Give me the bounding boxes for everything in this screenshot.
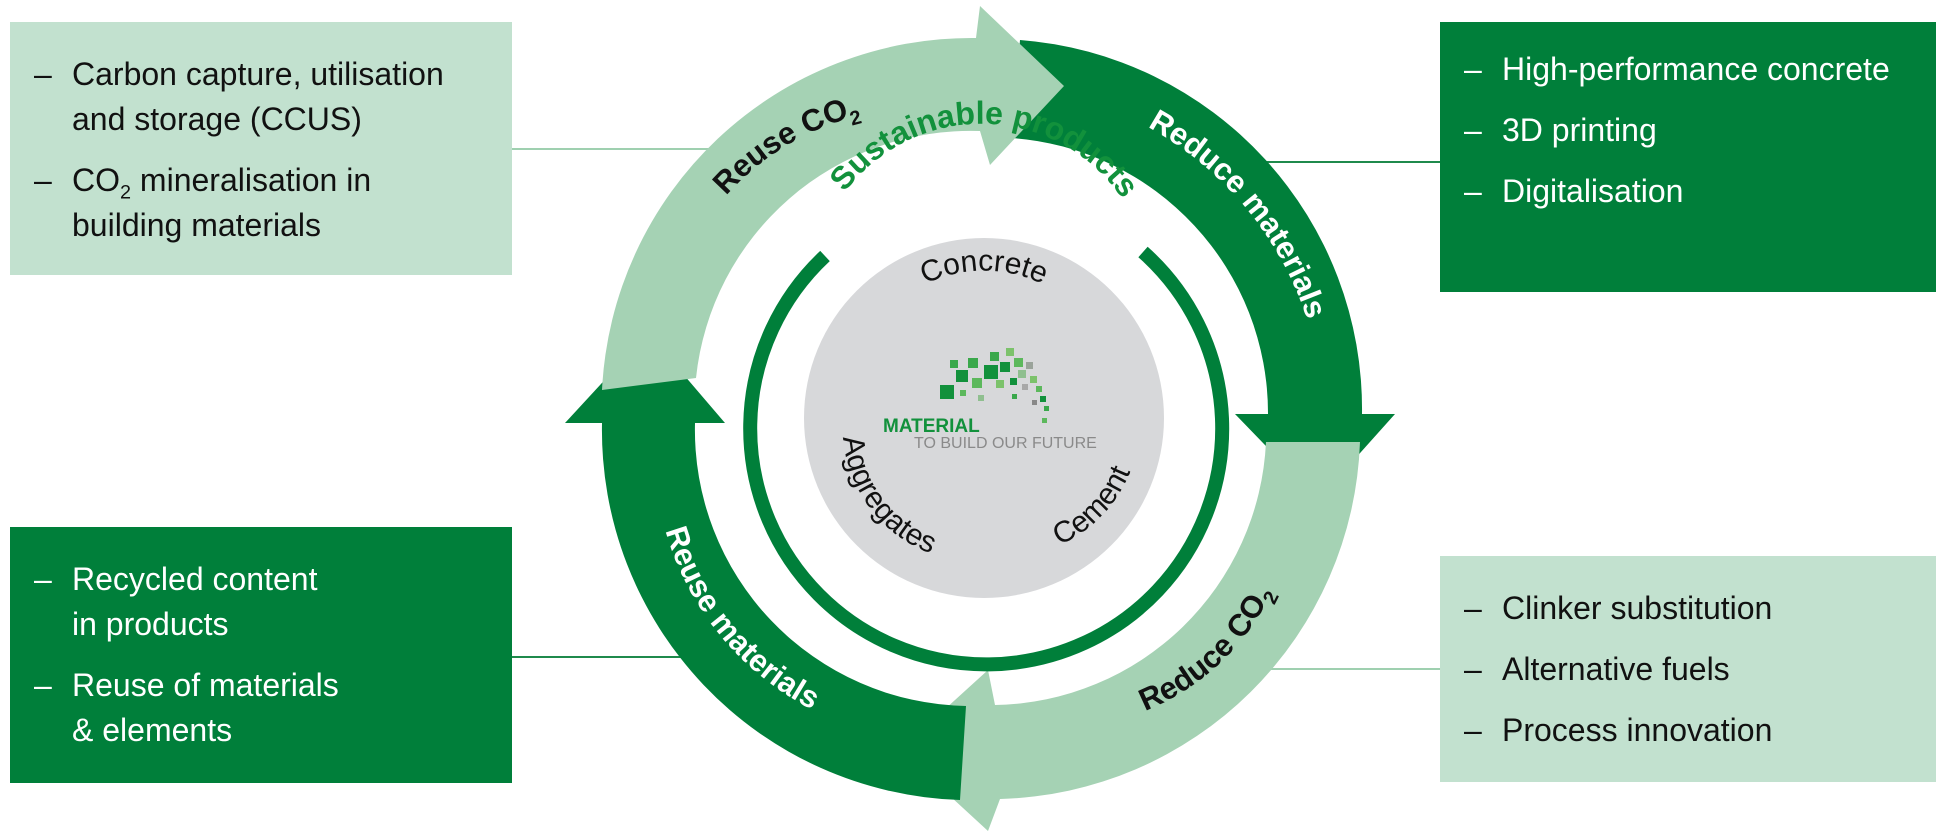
list-item-text: Process innovation — [1502, 712, 1773, 748]
list-item: – Digitalisation — [1440, 169, 1936, 214]
bullet-dash: – — [1464, 712, 1482, 748]
co2-suffix: mineralisation in building materials — [72, 162, 372, 243]
list-item: – CO2 mineralisation in building materia… — [10, 158, 512, 248]
bullet-dash: – — [1464, 112, 1482, 148]
list-item-text: High-performance concrete — [1502, 51, 1890, 87]
list-item-text: 3D printing — [1502, 112, 1657, 148]
arrow-reduce-co2 — [900, 442, 1360, 831]
reuse-co2-sub: 2 — [848, 106, 864, 130]
bullet-dash: – — [34, 667, 52, 703]
bullet-dash: – — [1464, 651, 1482, 687]
logo-tagline: TO BUILD OUR FUTURE — [914, 435, 1097, 452]
logo-mosaic — [940, 348, 1049, 423]
panel-reuse-materials-measures: – Recycled content in products – Reuse o… — [10, 527, 512, 783]
core-circle — [804, 238, 1164, 598]
list-item: – Clinker substitution — [1440, 586, 1936, 631]
bullet-dash: – — [34, 561, 52, 597]
list-item-text: Recycled content in products — [72, 561, 318, 642]
list-item: – Alternative fuels — [1440, 647, 1936, 692]
list-item-text: CO2 mineralisation in building materials — [72, 162, 371, 243]
bullet-dash: – — [34, 56, 52, 92]
bullet-dash: – — [1464, 51, 1482, 87]
arrow-reduce-materials — [1012, 40, 1395, 500]
list-item-text: Alternative fuels — [1502, 651, 1730, 687]
panel-reuse-co2-measures: – Carbon capture, utilisation and storag… — [10, 22, 512, 275]
list-item: – Recycled content in products — [10, 557, 512, 647]
panel-reduce-materials-measures: – High-performance concrete – 3D printin… — [1440, 22, 1936, 292]
logo-word: MATERIAL — [883, 416, 980, 437]
list-item-text: Clinker substitution — [1502, 590, 1773, 626]
list-item-text: Digitalisation — [1502, 173, 1684, 209]
bullet-dash: – — [1464, 173, 1482, 209]
list-item-text: Reuse of materials & elements — [72, 667, 339, 748]
list-item: – Reuse of materials & elements — [10, 663, 512, 753]
bullet-dash: – — [34, 162, 52, 198]
co2-subscript: 2 — [120, 181, 132, 204]
list-item-text: Carbon capture, utilisation and storage … — [72, 56, 444, 137]
bullet-dash: – — [1464, 590, 1482, 626]
list-item: – High-performance concrete — [1440, 47, 1936, 92]
list-item: – Carbon capture, utilisation and storag… — [10, 52, 512, 142]
list-item: – 3D printing — [1440, 108, 1936, 153]
arrow-reuse-materials — [565, 333, 966, 800]
panel-reduce-co2-measures: – Clinker substitution – Alternative fue… — [1440, 556, 1936, 782]
arrow-reuse-co2 — [602, 6, 1064, 390]
inner-ring — [743, 246, 1230, 672]
co2-prefix: CO — [72, 162, 120, 198]
list-item: – Process innovation — [1440, 708, 1936, 753]
